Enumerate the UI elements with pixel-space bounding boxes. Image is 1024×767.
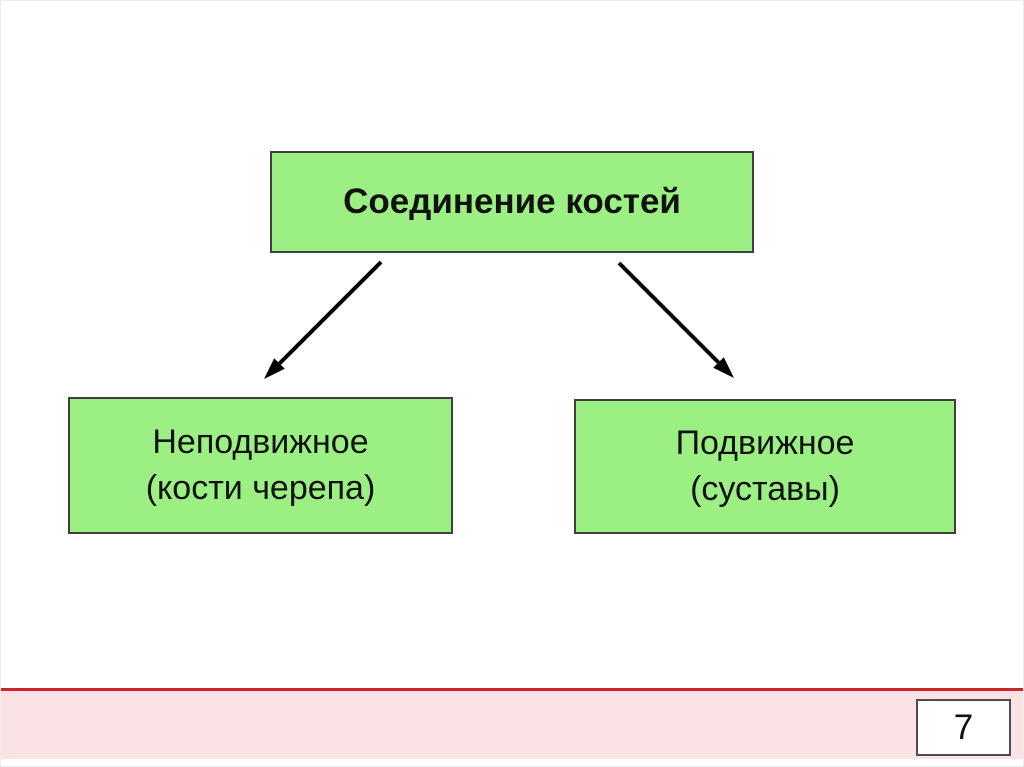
diagram-node-immovable: Неподвижное (кости черепа)	[68, 397, 453, 534]
diagram-node-root: Соединение костей	[270, 151, 754, 253]
page-number-box: 7	[916, 699, 1011, 756]
diagram-node-root-label: Соединение костей	[343, 182, 681, 222]
diagram-node-movable: Подвижное (суставы)	[574, 399, 956, 534]
arrow-left	[264, 260, 383, 379]
page-number: 7	[953, 707, 974, 747]
footer-bar	[1, 688, 1023, 759]
arrow-right	[617, 261, 734, 378]
diagram-node-movable-label-line1: Подвижное	[675, 423, 855, 462]
diagram-node-immovable-label-line2: (кости черепа)	[145, 468, 376, 507]
diagram-node-immovable-label-line1: Неподвижное	[152, 422, 369, 461]
diagram-node-movable-label-line2: (суставы)	[690, 469, 840, 508]
